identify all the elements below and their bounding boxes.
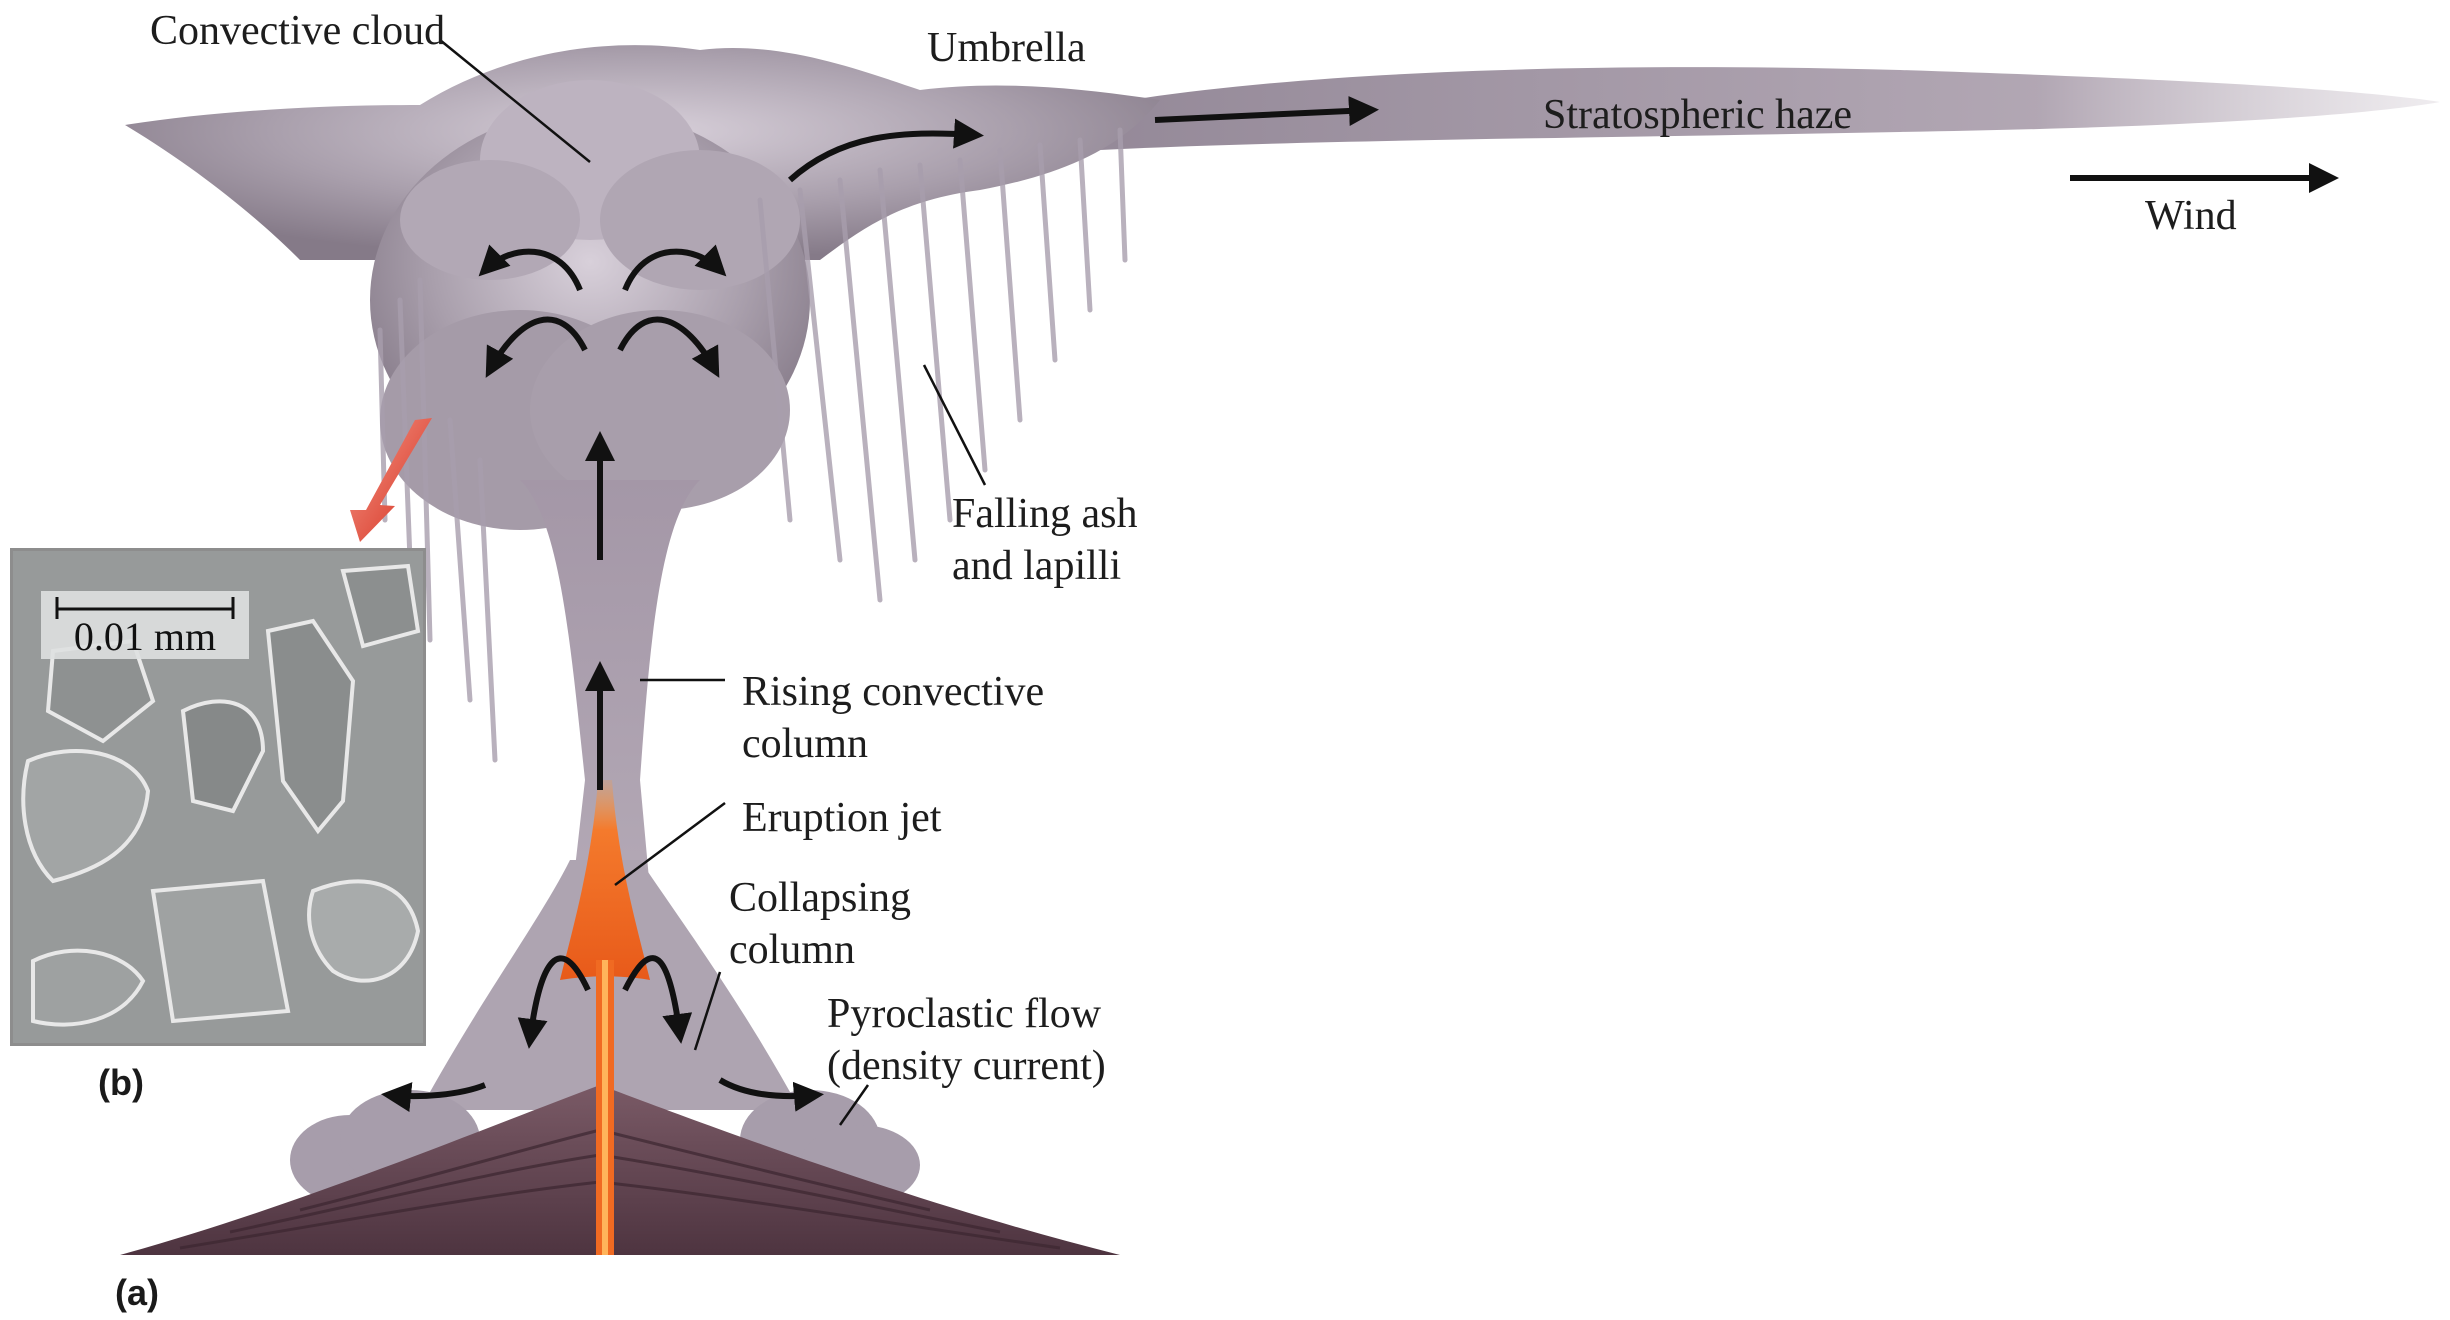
scale-bar-label: 0.01 mm [41, 616, 249, 658]
label-wind: Wind [2145, 190, 2237, 243]
label-falling-ash-1: Falling ash [952, 488, 1138, 541]
label-rising-column-2: column [742, 718, 868, 771]
label-stratospheric-haze: Stratospheric haze [1543, 89, 1852, 142]
label-rising-column-1: Rising convective [742, 666, 1044, 719]
label-collapsing-1: Collapsing [729, 872, 911, 925]
label-pyroclastic-1: Pyroclastic flow [827, 988, 1101, 1041]
label-pyroclastic-2: (density current) [827, 1040, 1106, 1093]
label-eruption-jet: Eruption jet [742, 792, 941, 845]
ash-micrograph-inset: 0.01 mm [10, 548, 426, 1046]
panel-label-b: (b) [98, 1062, 144, 1104]
label-falling-ash-2: and lapilli [952, 540, 1121, 593]
label-convective-cloud: Convective cloud [150, 5, 445, 58]
scale-bar-box: 0.01 mm [41, 591, 249, 659]
panel-label-a: (a) [115, 1272, 159, 1314]
label-collapsing-2: column [729, 924, 855, 977]
label-umbrella: Umbrella [927, 22, 1086, 75]
volcano-cone [120, 1085, 1120, 1255]
